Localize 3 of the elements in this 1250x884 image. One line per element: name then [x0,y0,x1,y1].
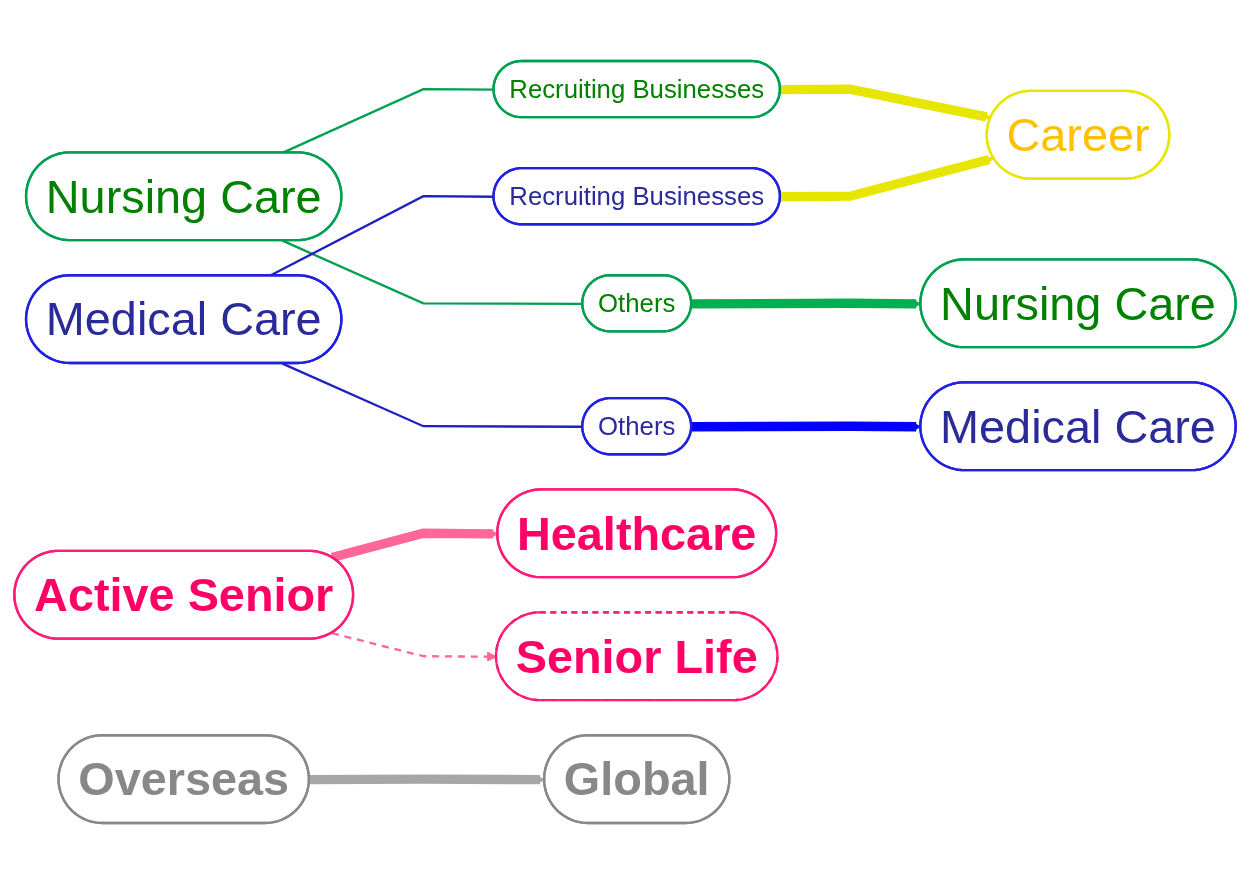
connector [282,362,583,428]
arrow [780,154,995,202]
arrow [780,84,992,122]
